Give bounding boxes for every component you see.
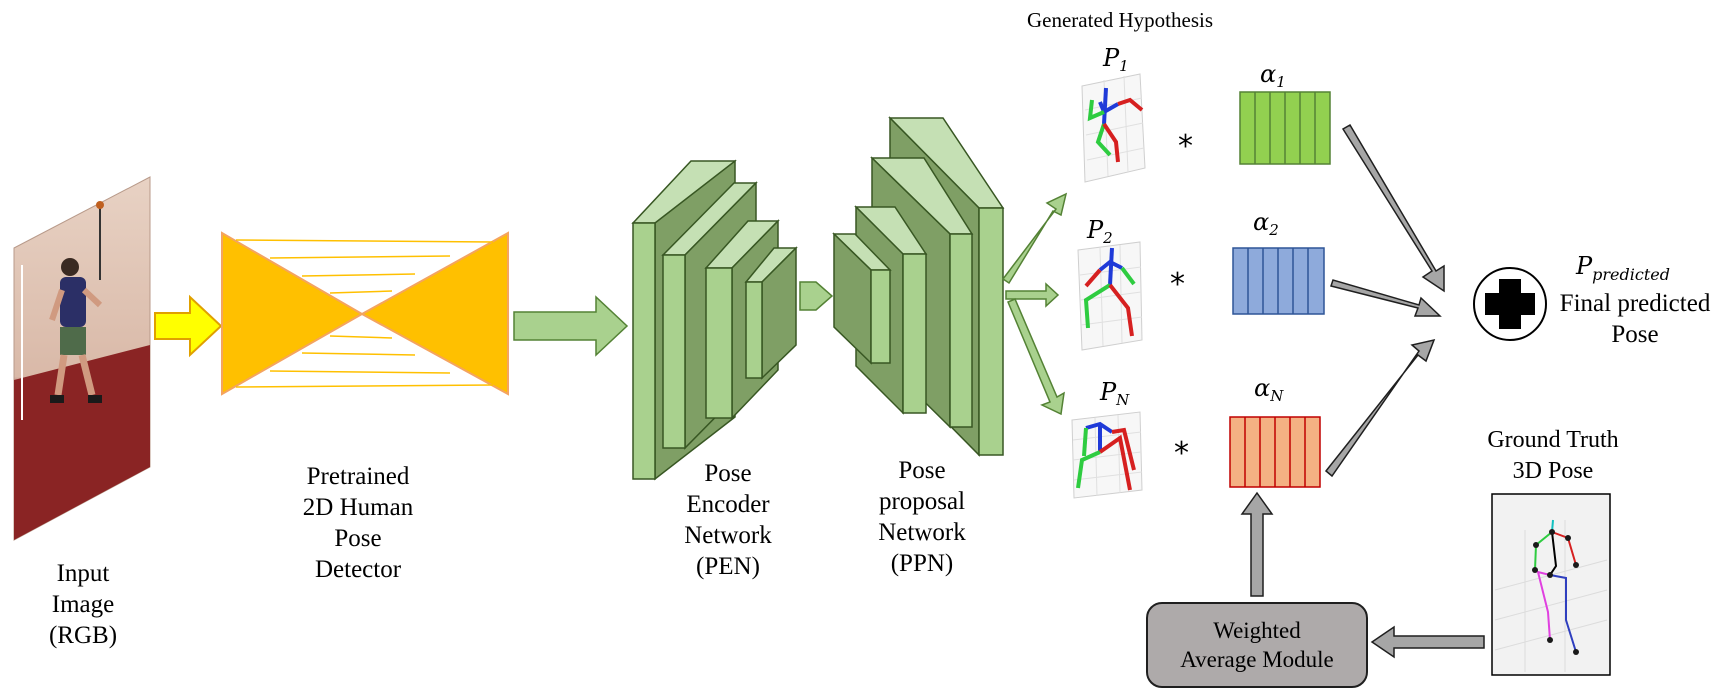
- final-pose-label: Final predicted Pose: [1540, 288, 1721, 350]
- alpha2-base: α: [1253, 208, 1270, 236]
- final-pose-line1: Final predicted: [1559, 290, 1711, 317]
- gt-to-wam-arrow: [1370, 625, 1485, 659]
- alpha2-label: α2: [1253, 208, 1279, 239]
- detector-label-line3: Pose: [334, 525, 382, 552]
- input-arrow: [154, 294, 223, 358]
- alpha2-sub: 2: [1269, 221, 1279, 239]
- multiply-1: *: [1178, 129, 1193, 164]
- pN-sub: N: [1116, 391, 1130, 409]
- pen-to-ppn-arrow: [799, 281, 834, 311]
- alpha1-label: α1: [1260, 60, 1286, 91]
- p-predicted-label: Ppredicted: [1576, 252, 1670, 284]
- detector-label-line4: Detector: [314, 556, 402, 583]
- p1-label: P1: [1103, 44, 1129, 75]
- generated-hypothesis-title: Generated Hypothesis: [1026, 8, 1214, 32]
- pen-label-line1: Pose: [704, 460, 752, 487]
- alpha1-sub: 1: [1276, 73, 1286, 91]
- ppn-label: Pose proposal Network (PPN): [866, 455, 978, 579]
- input-label: Input Image (RGB): [38, 558, 128, 651]
- alphaN-base: α: [1254, 374, 1271, 402]
- p2-label: P2: [1087, 216, 1113, 247]
- pen-label-line3: Network: [684, 522, 772, 549]
- pen-label: Pose Encoder Network (PEN): [672, 458, 784, 582]
- p1-sub: 1: [1119, 57, 1129, 75]
- pN-base: P: [1100, 378, 1117, 406]
- p2-base: P: [1087, 216, 1104, 244]
- multiply-2: *: [1170, 267, 1185, 302]
- ground-truth-line2: 3D Pose: [1512, 458, 1594, 484]
- ppn-label-line3: Network: [878, 519, 966, 546]
- p-predicted-base: P: [1576, 252, 1593, 280]
- ppn-label-line2: proposal: [878, 488, 966, 515]
- pen-label-line2: Encoder: [686, 491, 770, 518]
- hypothesis-pose-2: [1077, 241, 1143, 351]
- pen-label-line4: (PEN): [696, 553, 760, 580]
- pen-blocks: [631, 159, 798, 481]
- input-label-line1: Input: [56, 560, 110, 587]
- ppn-blocks: [832, 116, 1005, 457]
- p-predicted-sub: predicted: [1592, 265, 1670, 284]
- detector-label-line1: Pretrained: [306, 463, 410, 490]
- alpha1-base: α: [1260, 60, 1277, 88]
- alpha-block-N: [1229, 416, 1321, 488]
- hypothesis-pose-N: [1071, 411, 1143, 499]
- hypothesis-pose-1: [1081, 73, 1146, 183]
- multiply-N: *: [1174, 436, 1189, 471]
- input-image: [13, 176, 151, 541]
- person-figure: [49, 201, 104, 403]
- alpha-block-1: [1239, 91, 1331, 165]
- ground-truth-label: Ground Truth 3D Pose: [1470, 425, 1636, 487]
- aggregation-arrows: [1324, 123, 1445, 478]
- input-label-line3: (RGB): [48, 622, 118, 649]
- p1-base: P: [1103, 44, 1120, 72]
- detector-to-pen-arrow: [513, 295, 629, 357]
- final-pose-line2: Pose: [1611, 321, 1659, 348]
- ppn-label-line1: Pose: [898, 457, 946, 484]
- wam-line2: Average Module: [1180, 647, 1334, 672]
- ppn-label-line4: (PPN): [890, 550, 954, 577]
- alpha-block-2: [1232, 247, 1325, 315]
- wam-to-alpha-arrow: [1240, 491, 1274, 597]
- detector-label-line2: 2D Human: [302, 494, 414, 521]
- alphaN-sub: N: [1270, 387, 1284, 405]
- wam-line1: Weighted: [1213, 618, 1301, 643]
- pN-label: PN: [1100, 378, 1129, 409]
- p2-sub: 2: [1103, 229, 1113, 247]
- detector-label: Pretrained 2D Human Pose Detector: [283, 461, 433, 585]
- input-label-line2: Image: [51, 591, 115, 618]
- alphaN-label: αN: [1254, 374, 1283, 405]
- hypothesis-fanout-arrows: [1001, 192, 1068, 416]
- hourglass-detector: [221, 231, 509, 396]
- weighted-average-module: Weighted Average Module: [1146, 602, 1368, 688]
- ground-truth-pose: [1491, 493, 1611, 676]
- ground-truth-line1: Ground Truth: [1487, 427, 1619, 453]
- sum-operator: [1473, 267, 1547, 341]
